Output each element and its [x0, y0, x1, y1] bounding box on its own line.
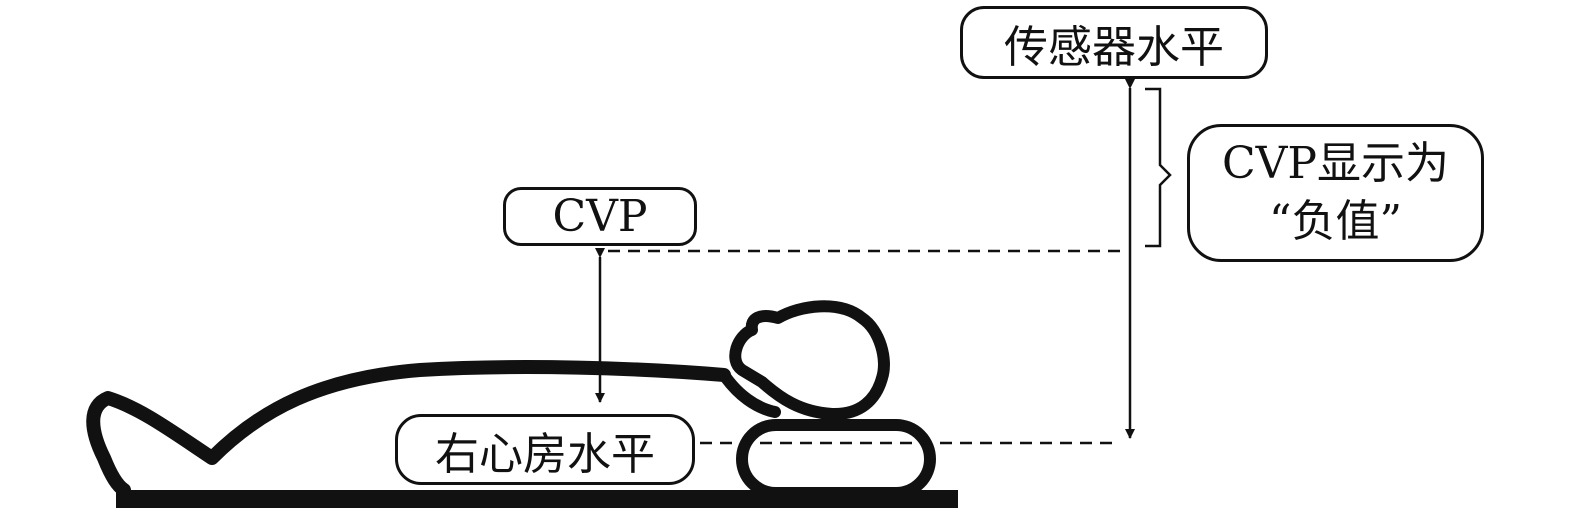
right-atrium-level-label: 右心房水平 [395, 414, 695, 485]
patient-shoulder-outline [718, 369, 781, 418]
curly-brace [1145, 87, 1172, 248]
cvp-label: CVP [503, 187, 697, 246]
cvp-text: CVP [552, 191, 648, 242]
right-atrium-level-text: 右心房水平 [435, 428, 655, 480]
cvp-negative-value-label: CVP显示为 “负值” [1187, 124, 1484, 262]
cvp-negative-line1: CVP显示为 [1221, 138, 1450, 189]
sensor-level-text: 传感器水平 [1004, 21, 1224, 73]
cvp-negative-line2: “负值” [1269, 196, 1402, 247]
sensor-level-label: 传感器水平 [960, 6, 1268, 79]
patient-head-outline [729, 300, 890, 421]
patient-body-outline [86, 360, 731, 497]
bed-line [116, 490, 958, 508]
pillow-outline [736, 419, 936, 499]
